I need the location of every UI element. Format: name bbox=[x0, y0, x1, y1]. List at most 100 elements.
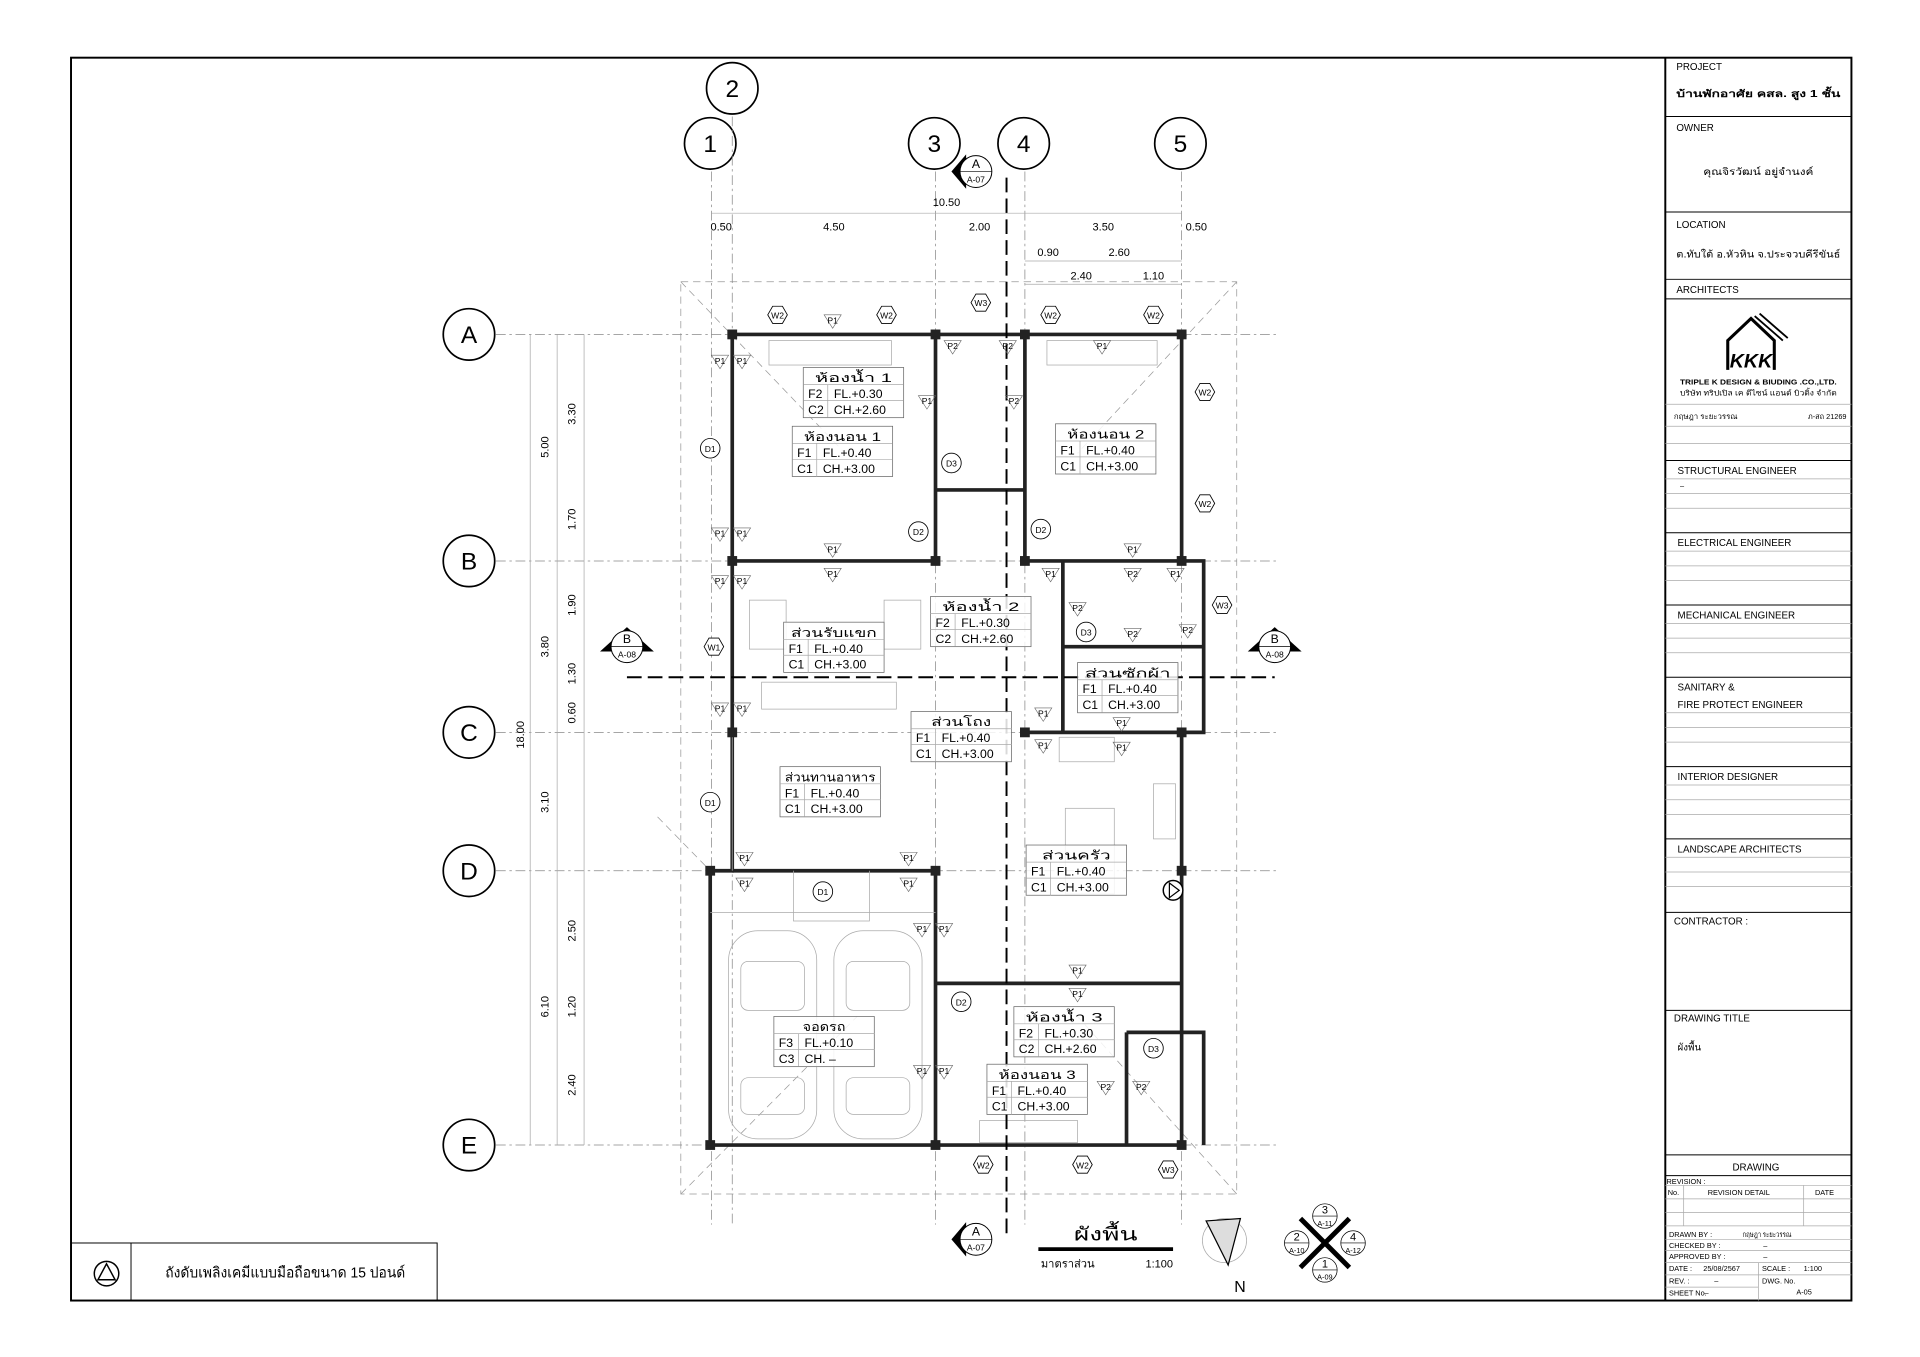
structural-column bbox=[705, 1140, 716, 1150]
door-tag: D2 bbox=[908, 521, 929, 542]
north-arrow-icon: N bbox=[1202, 1217, 1247, 1296]
dimension-label: 2.40 bbox=[1070, 270, 1091, 282]
grid-bubble-row: E bbox=[442, 1118, 496, 1172]
section-sheet: A-07 bbox=[967, 1242, 985, 1252]
door-tag: D3 bbox=[1143, 1038, 1164, 1059]
structural-column bbox=[1020, 727, 1030, 738]
tag-label: P2 bbox=[1003, 341, 1014, 351]
finish-tag: P2 bbox=[1068, 602, 1087, 617]
company-logo: KKK bbox=[1726, 312, 1789, 372]
finish-tag: P1 bbox=[823, 543, 842, 558]
consultant-label: FIRE PROTECT ENGINEER bbox=[1678, 700, 1803, 711]
floor-level: FL.+0.40 bbox=[1108, 682, 1157, 696]
rev-label: REV. : bbox=[1669, 1276, 1690, 1285]
revision-label: REVISION : bbox=[1667, 1177, 1706, 1186]
finish-tag: P1 bbox=[732, 575, 752, 590]
tag-label: D1 bbox=[705, 444, 716, 454]
grid-bubble-row: B bbox=[442, 534, 496, 588]
dimension-label: 3.30 bbox=[567, 403, 579, 424]
finish-tag: P1 bbox=[735, 877, 754, 893]
elevation-sheet: A-10 bbox=[1289, 1246, 1304, 1255]
window-tag: W2 bbox=[767, 305, 788, 324]
tag-label: P1 bbox=[1097, 341, 1108, 351]
dimension-label: 1.30 bbox=[567, 663, 579, 684]
tag-label: P1 bbox=[827, 315, 838, 325]
dimension-label: 10.50 bbox=[933, 197, 961, 209]
section-id: B bbox=[623, 632, 631, 646]
grid-label: 4 bbox=[1017, 131, 1031, 158]
grid-bubble-col: 4 bbox=[997, 116, 1051, 170]
dimension-label: 0.50 bbox=[1186, 221, 1207, 233]
finish-tag: P1 bbox=[912, 923, 932, 938]
drawn-by-label: DRAWN BY : bbox=[1669, 1230, 1712, 1239]
floor-code: F1 bbox=[1060, 443, 1074, 457]
structural-column bbox=[727, 556, 738, 566]
tag-label: P1 bbox=[737, 704, 748, 714]
window-tag: W2 bbox=[876, 305, 897, 324]
section-marker: AA-07 bbox=[951, 154, 993, 189]
dimension-label: 0.60 bbox=[567, 702, 579, 723]
date-label: DATE : bbox=[1669, 1264, 1692, 1273]
tag-label: P2 bbox=[1009, 396, 1020, 406]
dimension-label: 2.60 bbox=[1108, 247, 1129, 259]
approved-by-label: APPROVED BY : bbox=[1669, 1252, 1725, 1261]
owner-label: OWNER bbox=[1676, 123, 1714, 134]
dimension-label: 1.70 bbox=[567, 509, 579, 530]
grid-label: 3 bbox=[927, 131, 941, 158]
tag-label: D3 bbox=[946, 459, 957, 469]
north-label: N bbox=[1234, 1279, 1246, 1296]
window-tag: W2 bbox=[1072, 1155, 1093, 1174]
project-label: PROJECT bbox=[1676, 62, 1722, 73]
ceiling-height: CH.+3.00 bbox=[811, 802, 863, 816]
grid-bubble-col: 1 bbox=[683, 116, 737, 170]
dimension-label: 0.90 bbox=[1037, 247, 1058, 259]
tag-label: P1 bbox=[1038, 708, 1049, 718]
checked-by-label: CHECKED BY : bbox=[1669, 1241, 1721, 1250]
elevation-marker: 3A-11 bbox=[1312, 1203, 1338, 1229]
tag-label: W2 bbox=[1198, 499, 1211, 509]
finish-tag: P1 bbox=[1112, 717, 1131, 732]
structural-column bbox=[1176, 1140, 1187, 1150]
structural-column bbox=[1176, 329, 1187, 340]
structural-column bbox=[1020, 556, 1030, 566]
finish-tag: P1 bbox=[823, 314, 842, 329]
section-marker: BA-08 bbox=[1247, 627, 1302, 664]
door-tag: D1 bbox=[699, 438, 721, 459]
legend: ถังดับเพลิงเคมีแบบมือถือขนาด 15 ปอนด์ bbox=[70, 1242, 438, 1302]
architects-label: ARCHITECTS bbox=[1676, 285, 1739, 296]
drawing-title-label: DRAWING TITLE bbox=[1674, 1013, 1751, 1024]
tag-label: P1 bbox=[1038, 740, 1049, 750]
finish-tag: P1 bbox=[710, 575, 730, 590]
tag-label: W2 bbox=[977, 1160, 990, 1170]
ceiling-height: CH.+3.00 bbox=[942, 747, 994, 761]
finish-tag: P1 bbox=[899, 852, 918, 867]
floor-code: F1 bbox=[785, 786, 799, 800]
tag-label: D1 bbox=[705, 798, 716, 808]
tag-label: P2 bbox=[1072, 603, 1083, 613]
tag-label: W2 bbox=[1198, 388, 1211, 398]
tag-label: P1 bbox=[922, 396, 933, 406]
finish-tag: P1 bbox=[732, 527, 752, 542]
tag-label: P1 bbox=[1116, 718, 1127, 728]
window-tag: W3 bbox=[970, 293, 992, 312]
ceiling-height: CH. – bbox=[804, 1052, 835, 1066]
consultant-section: MECHANICAL ENGINEER bbox=[1665, 604, 1852, 654]
date-value: 25/08/2567 bbox=[1703, 1264, 1740, 1273]
ceiling-code: C2 bbox=[1019, 1042, 1035, 1056]
finish-tag: P1 bbox=[732, 702, 752, 718]
ceiling-height: CH.+2.60 bbox=[834, 403, 886, 417]
room-name: ห้องนอน 3 bbox=[999, 1068, 1076, 1082]
finish-tag: P1 bbox=[1068, 987, 1087, 1003]
door-tag: D2 bbox=[951, 991, 972, 1012]
finish-tag: P1 bbox=[1092, 340, 1112, 355]
dimension-label: 2.40 bbox=[567, 1074, 579, 1095]
floor-level: FL.+0.40 bbox=[1086, 443, 1135, 457]
finish-tag: P2 bbox=[1123, 627, 1142, 643]
grid-label: 1 bbox=[703, 131, 717, 158]
tag-label: W2 bbox=[1076, 1160, 1089, 1170]
section-sheet: A-08 bbox=[618, 650, 636, 660]
floor-level: FL.+0.40 bbox=[814, 642, 863, 656]
